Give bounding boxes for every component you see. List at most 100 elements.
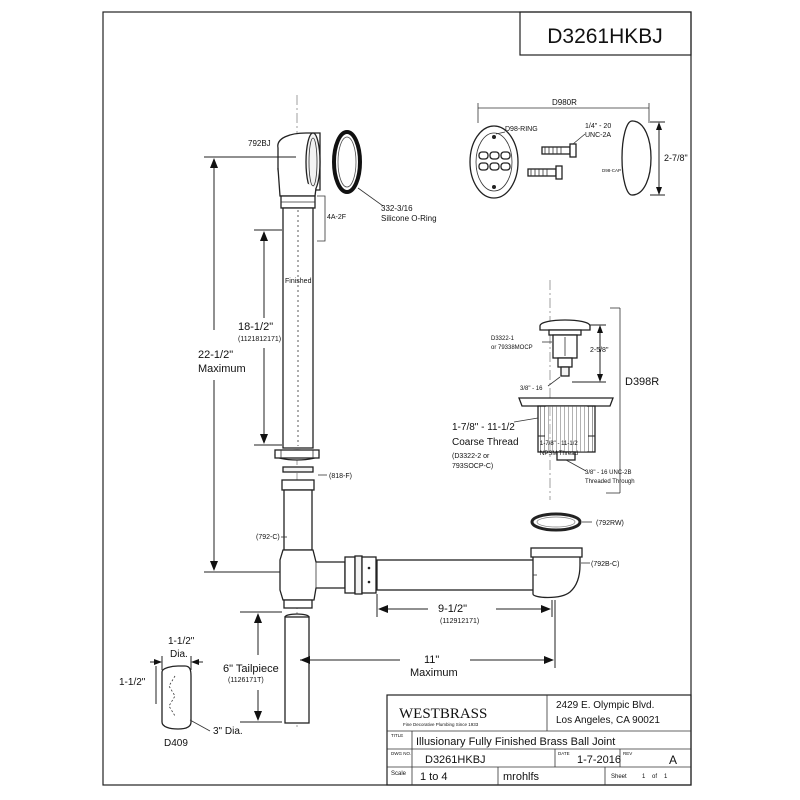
stopper-height-value: 2-5/8" xyxy=(590,347,609,354)
washer-label: (818-F) xyxy=(329,473,352,480)
dimension-18 xyxy=(254,229,282,446)
address-line-2: Los Angeles, CA 90021 xyxy=(556,715,660,726)
screw-leader xyxy=(572,133,586,145)
dimension-11 xyxy=(300,600,556,668)
overflow-length-code: (1121812171) xyxy=(238,336,281,343)
stopper-height-dim xyxy=(572,324,606,383)
reach-length-word: Maximum xyxy=(410,667,458,679)
sheet-number: 1 xyxy=(642,774,646,780)
d980r-label: D980R xyxy=(552,98,577,107)
finished-label: Finished xyxy=(285,278,312,285)
ring-label: D98-RING xyxy=(505,126,538,133)
elbow-label: 792BJ xyxy=(248,139,271,148)
d98-cap xyxy=(621,120,652,196)
d98-ring xyxy=(469,125,519,199)
address-line-1: 2429 E. Olympic Blvd. xyxy=(556,700,654,711)
sheet-label: Sheet xyxy=(611,774,627,780)
coarse-label: Coarse Thread xyxy=(452,437,519,448)
coarse-part-2: 793SOCP-C) xyxy=(452,463,493,470)
d409-label: D409 xyxy=(164,738,188,749)
tailpiece xyxy=(284,613,310,724)
coarse-leader xyxy=(513,417,539,423)
overflow-tube xyxy=(280,195,316,449)
o-ring-size: 332-3/16 xyxy=(381,204,413,213)
dwg-no-label: DWG NO. xyxy=(391,751,411,756)
cap-dim-value: 2-7/8" xyxy=(664,153,688,163)
friction-washer xyxy=(274,449,320,461)
washer-ring xyxy=(282,466,314,473)
stopper-thread-leader xyxy=(547,376,561,387)
date-label: DATE xyxy=(558,751,570,756)
d398r-label: D398R xyxy=(625,376,659,388)
rubber-washer-label: (792RW) xyxy=(596,520,624,527)
dwg-no-value: D3261HKBJ xyxy=(425,754,486,766)
screw-top xyxy=(541,143,577,158)
d409-detail xyxy=(161,665,192,730)
dimension-9 xyxy=(376,594,553,617)
rev-label: REV xyxy=(623,751,632,756)
overflow-length-value: 18-1/2" xyxy=(238,321,273,333)
tee-fitting xyxy=(279,479,346,609)
o-ring xyxy=(332,130,362,194)
sheet-total: 1 xyxy=(664,774,668,780)
d409-3dia-leader xyxy=(189,719,211,732)
drawing-title: Illusionary Fully Finished Brass Ball Jo… xyxy=(416,736,615,748)
rubber-washer xyxy=(530,512,582,532)
o-ring-leader xyxy=(357,187,384,207)
tube-code-bracket xyxy=(317,195,326,242)
dimension-6 xyxy=(240,611,282,723)
max-length-word: Maximum xyxy=(198,363,246,375)
through-leader xyxy=(565,459,587,472)
tube-code: 4A-2F xyxy=(327,214,346,221)
tailpiece-length-value: 6" Tailpiece xyxy=(223,663,279,675)
o-ring-desc: Silicone O-Ring xyxy=(381,214,437,223)
overflow-elbow xyxy=(277,132,321,197)
title-block xyxy=(386,694,692,786)
scale-label: Scale xyxy=(391,771,407,777)
through-label: Threaded Through xyxy=(585,479,635,485)
sheet-of: of xyxy=(652,774,657,780)
title-label: TITLE xyxy=(391,733,403,738)
screw-spec-1: 1/4" - 20 xyxy=(585,123,611,130)
scale-value: 1 to 4 xyxy=(420,771,448,783)
stopper-code-1: D3322-1 xyxy=(491,336,515,342)
reach-length-value: 11" xyxy=(424,654,439,666)
date-value: 1-7-2016 xyxy=(577,754,621,766)
drain-body xyxy=(518,397,614,461)
header-drawing-number: D3261HKBJ xyxy=(547,25,663,48)
max-length-value: 22-1/2" xyxy=(198,349,233,361)
brand-tagline: Fine Decorative Plumbing Since 1933 xyxy=(403,722,479,727)
stopper-thread: 3/8" - 16 xyxy=(520,386,543,392)
d980r-bracket xyxy=(477,103,650,123)
coarse-part-1: (D3322-2 or xyxy=(452,453,490,460)
tee-label: (792-C) xyxy=(256,534,280,541)
d398r-bracket xyxy=(606,307,621,494)
brand-name: WESTBRASS xyxy=(399,706,487,722)
screw-spec-2: UNC-2A xyxy=(585,132,611,139)
screw-bottom xyxy=(527,165,563,180)
drawn-by: mrohlfs xyxy=(503,771,540,783)
ring-leader xyxy=(495,131,506,135)
d409-side-value: 1-1/2" xyxy=(119,677,146,688)
npsm-size: 1-7/8" - 11-1/2 xyxy=(540,441,578,447)
cap-dim-line xyxy=(650,121,665,196)
shoe-pipe xyxy=(376,559,538,591)
horiz-length-value: 9-1/2" xyxy=(438,603,467,615)
shoe-label: (792B-C) xyxy=(591,561,619,568)
d409-dia-word: Dia. xyxy=(170,649,188,660)
stopper xyxy=(539,319,591,377)
header-box: D3261HKBJ xyxy=(519,11,692,56)
rev-value: A xyxy=(669,753,677,767)
coarse-size: 1-7/8" - 11-1/2 xyxy=(452,422,515,433)
d409-dia-value: 1-1/2" xyxy=(168,636,195,647)
npsm-label: NPSM Thread xyxy=(540,451,578,457)
tailpiece-length-code: (1126171T) xyxy=(228,677,264,684)
d409-3dia: 3" Dia. xyxy=(213,726,243,737)
stopper-code-2: or 79338MOCP xyxy=(491,345,533,351)
shoe-elbow xyxy=(530,547,583,599)
through-spec: 3/8" - 16 UNC-2B xyxy=(585,470,631,476)
horiz-length-code: (112912171) xyxy=(440,618,479,625)
cap-label: D98-CAP xyxy=(602,168,621,173)
branch-nut xyxy=(344,555,377,595)
